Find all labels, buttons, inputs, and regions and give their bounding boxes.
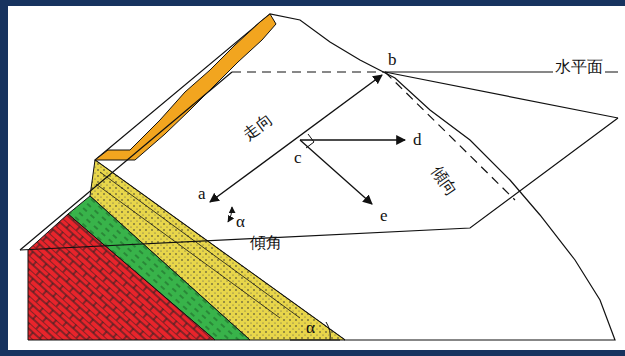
angle-symbol: α bbox=[304, 318, 317, 337]
point-label: b bbox=[386, 50, 399, 69]
strike-dip-illustration bbox=[8, 6, 625, 350]
dip-angle-label: 傾角 bbox=[248, 234, 284, 252]
point-label: a bbox=[196, 184, 208, 203]
point-label: d bbox=[411, 130, 424, 149]
point-label: c bbox=[292, 148, 304, 167]
angle-symbol: α bbox=[234, 212, 247, 231]
figure-panel: b水平面走向dc傾向aeα傾角α bbox=[8, 6, 625, 350]
point-label: e bbox=[378, 206, 390, 225]
plane-label: 水平面 bbox=[553, 58, 605, 76]
